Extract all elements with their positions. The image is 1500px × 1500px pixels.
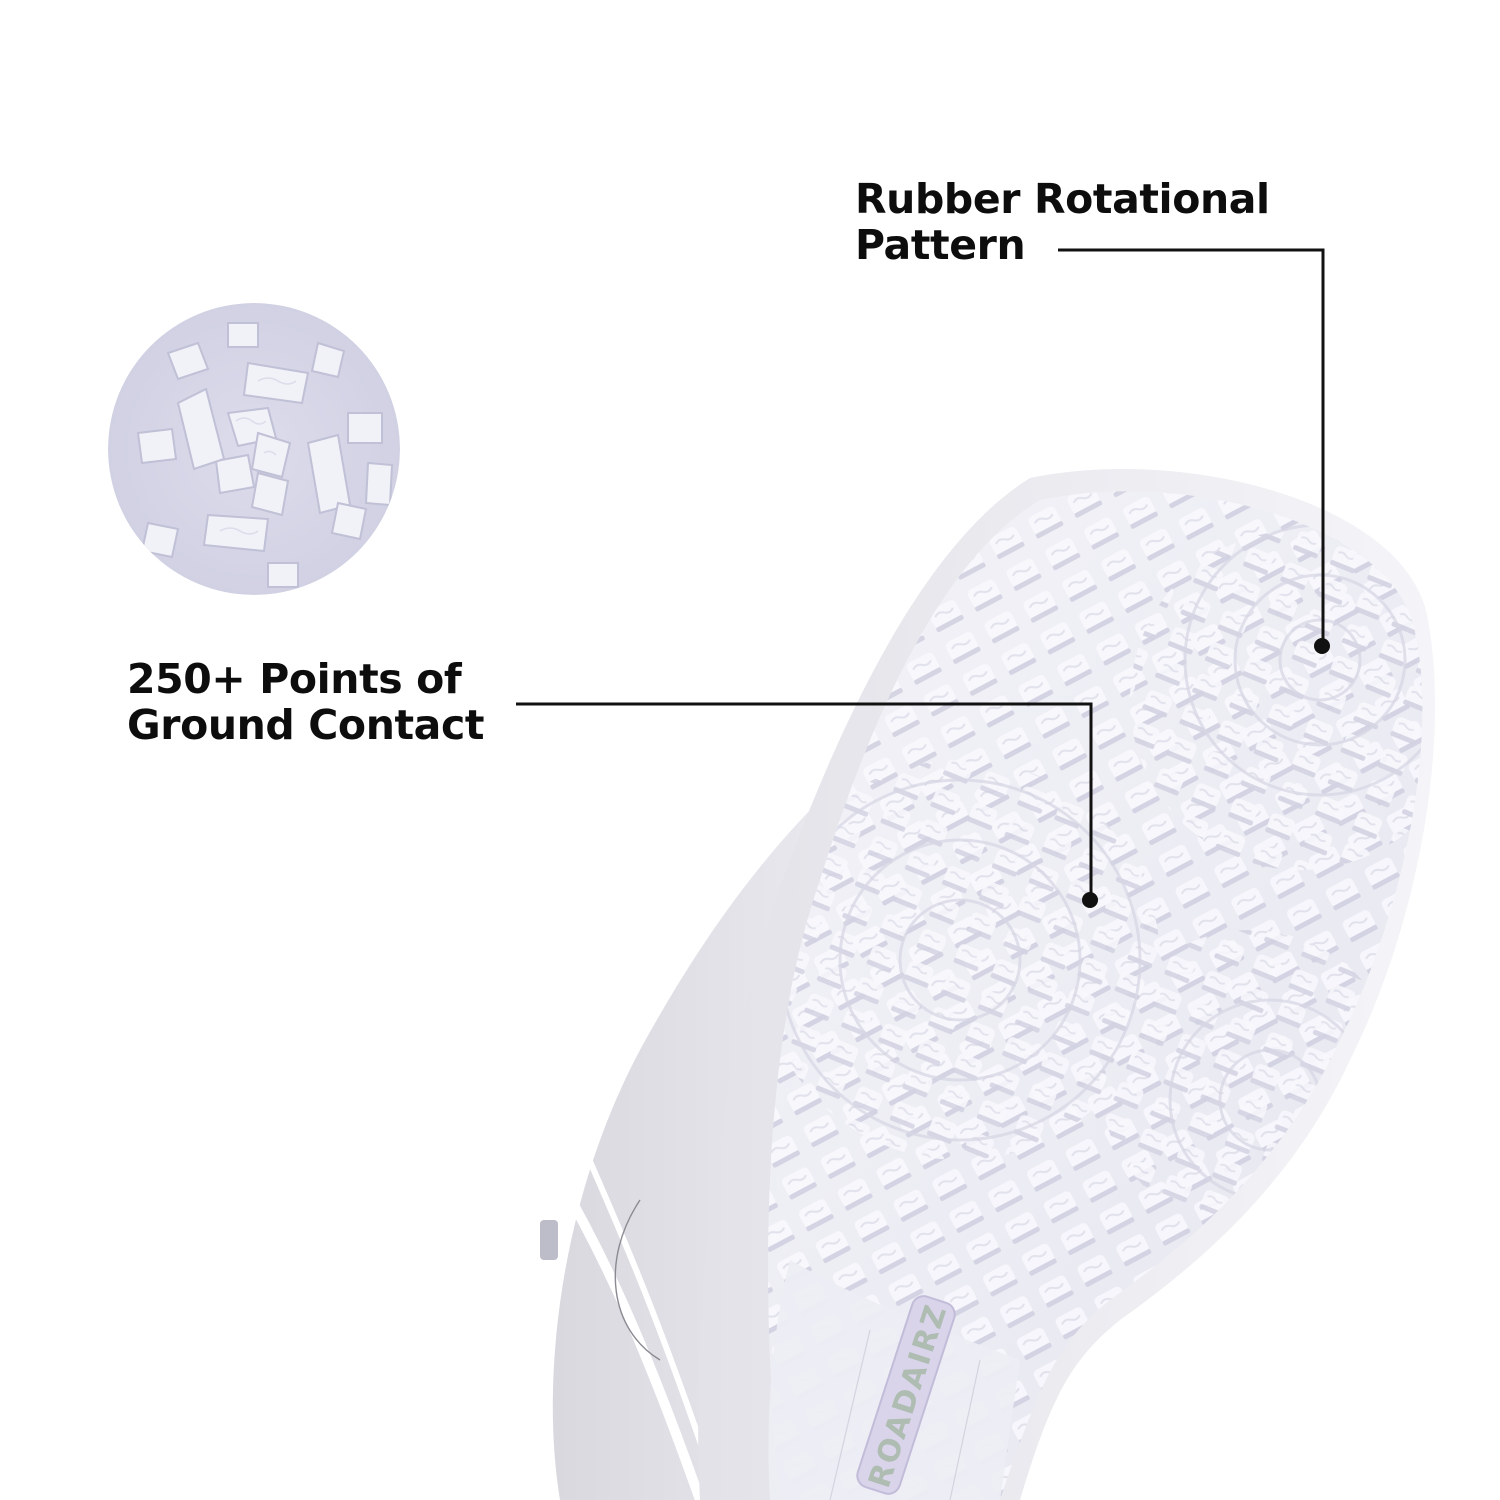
callout-contact-line1: 250+ Points of [127, 655, 462, 703]
callout-ground-contact: 250+ Points of Ground Contact [127, 656, 527, 748]
callout-rotational-pattern: Rubber Rotational Pattern [855, 176, 1285, 268]
leader-line-rotational [1058, 248, 1330, 654]
callout-rotational-line1: Rubber Rotational [855, 175, 1270, 223]
callout-rotational-line2: Pattern [855, 221, 1026, 269]
lace-loop [540, 1220, 558, 1260]
callout-contact-line2: Ground Contact [127, 701, 485, 749]
tread-closeup-icon [108, 303, 400, 595]
rotational-pattern-marker-dot [1314, 638, 1330, 654]
tread-closeup-inset [108, 303, 400, 595]
leader-line-contact [516, 702, 1098, 908]
ground-contact-marker-dot [1082, 892, 1098, 908]
